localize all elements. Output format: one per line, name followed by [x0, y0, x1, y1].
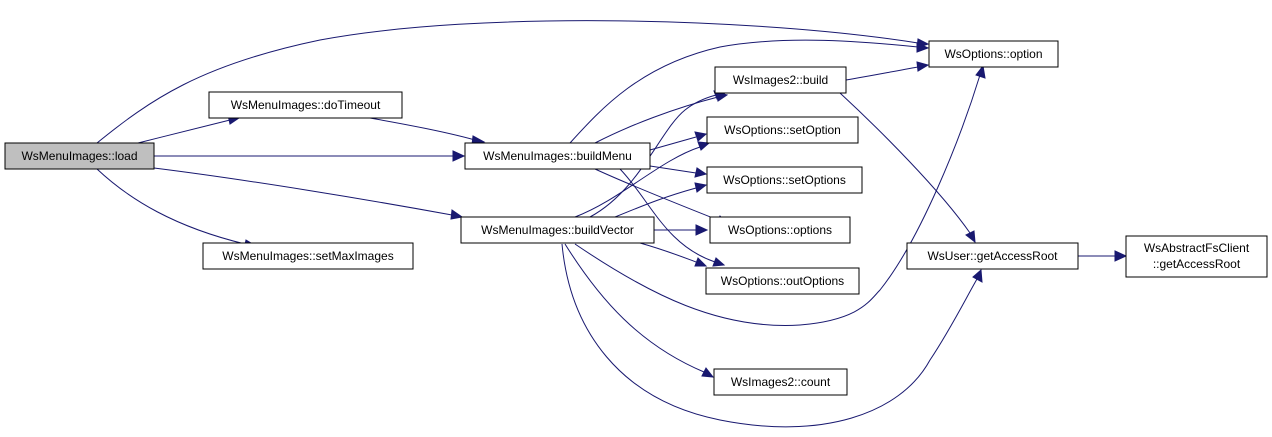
node-buildVector-label: WsMenuImages::buildVector [481, 223, 634, 237]
node-option-label: WsOptions::option [944, 47, 1042, 61]
node-setOptions[interactable]: WsOptions::setOptions [706, 166, 863, 194]
edge-buildMenu-setOptions [649, 165, 708, 178]
edges [96, 20, 1128, 428]
edge-buildMenu-setOption [649, 131, 708, 151]
node-setMaxImages[interactable]: WsMenuImages::setMaxImages [202, 242, 414, 270]
node-getAccessRoot[interactable]: WsUser::getAccessRoot [906, 242, 1079, 270]
node-options-label: WsOptions::options [728, 223, 832, 237]
edge-load-buildVector [153, 167, 464, 220]
node-count[interactable]: WsImages2::count [713, 368, 848, 396]
node-buildMenu-label: WsMenuImages::buildMenu [483, 149, 632, 163]
node-doTimeout[interactable]: WsMenuImages::doTimeout [208, 91, 403, 119]
edge-buildMenu-option [569, 39, 930, 144]
edge-buildVector-options [654, 224, 709, 236]
edge-buildVector-getAccessRoot [561, 243, 983, 428]
node-buildVector[interactable]: WsMenuImages::buildVector [460, 216, 655, 244]
edge-buildMenu-outOptions [619, 168, 726, 267]
edge-build-option [845, 61, 930, 81]
node-outOptions-label: WsOptions::outOptions [721, 274, 844, 288]
node-setOption-label: WsOptions::setOption [724, 123, 841, 137]
node-outOptions[interactable]: WsOptions::outOptions [705, 267, 860, 295]
edge-buildVector-count [564, 243, 715, 378]
node-setMaxImages-label: WsMenuImages::setMaxImages [222, 249, 393, 263]
node-setOption[interactable]: WsOptions::setOption [706, 116, 859, 144]
edge-buildVector-setOptions [614, 182, 708, 218]
node-load-label: WsMenuImages::load [21, 149, 137, 163]
edge-load-doTimeout [137, 114, 241, 144]
node-setOptions-label: WsOptions::setOptions [723, 173, 846, 187]
node-buildMenu[interactable]: WsMenuImages::buildMenu [464, 142, 651, 170]
node-build-label: WsImages2::build [733, 73, 828, 87]
edge-load-setMaxImages [96, 168, 258, 250]
edge-load-buildMenu [154, 150, 466, 162]
node-fsClient-label-line1: WsAbstractFsClient [1144, 241, 1250, 255]
node-count-label: WsImages2::count [731, 375, 831, 389]
edge-buildVector-option [574, 64, 986, 326]
node-fsClient[interactable]: WsAbstractFsClient ::getAccessRoot [1125, 235, 1268, 278]
edge-build-getAccessRoot [839, 92, 976, 244]
node-option[interactable]: WsOptions::option [928, 40, 1059, 68]
node-getAccessRoot-label: WsUser::getAccessRoot [927, 249, 1058, 263]
node-load[interactable]: WsMenuImages::load [4, 142, 155, 170]
node-options[interactable]: WsOptions::options [709, 216, 851, 244]
edge-buildVector-setOption [574, 141, 711, 218]
edge-buildVector-outOptions [639, 242, 708, 267]
node-build[interactable]: WsImages2::build [714, 66, 847, 94]
edge-getAccessRoot-fsClient [1078, 250, 1128, 262]
edge-doTimeout-buildMenu [369, 117, 486, 146]
nodes: WsMenuImages::load WsMenuImages::doTimeo… [4, 40, 1268, 396]
node-doTimeout-label: WsMenuImages::doTimeout [231, 98, 381, 112]
node-fsClient-label-line2: ::getAccessRoot [1153, 257, 1241, 271]
